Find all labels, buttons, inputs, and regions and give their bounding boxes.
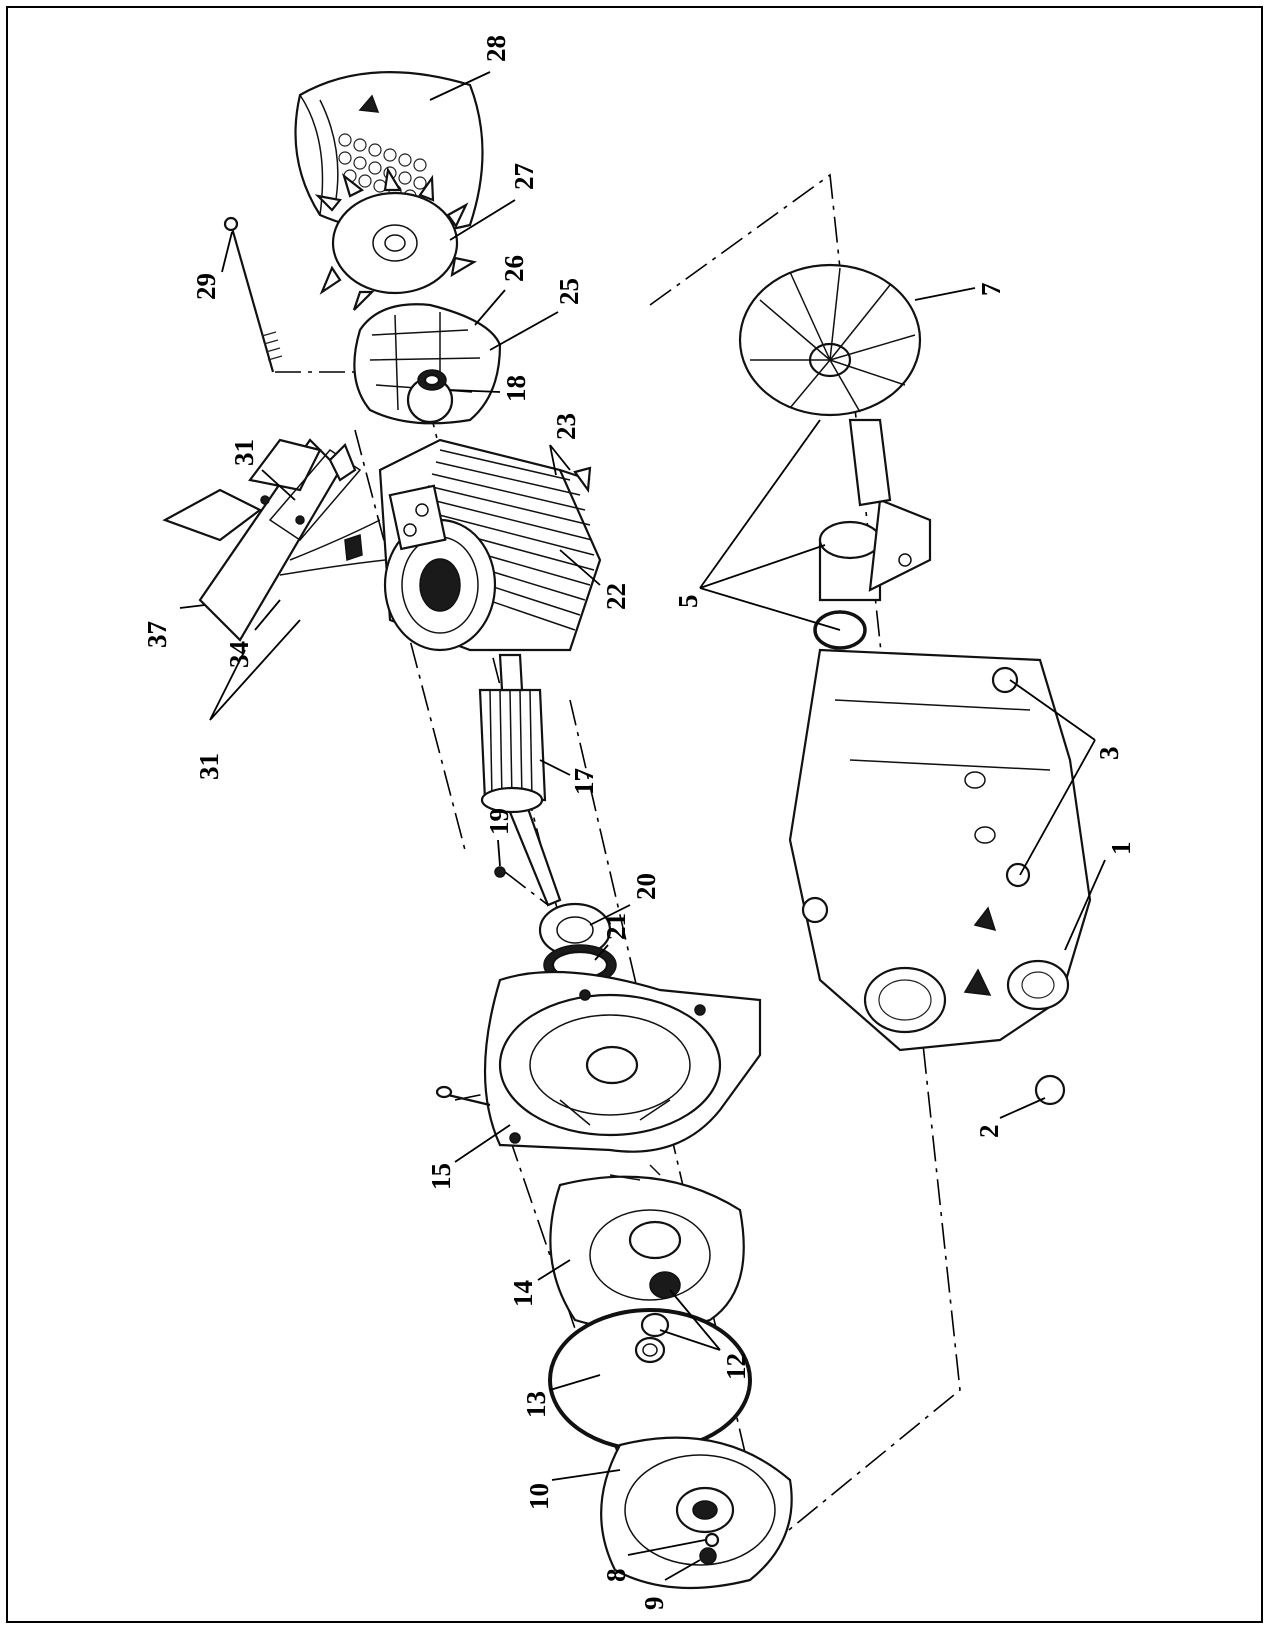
callout-15: 15 — [426, 1163, 456, 1190]
callout-5: 5 — [673, 595, 703, 609]
callout-19: 19 — [484, 808, 514, 835]
callout-26: 26 — [499, 255, 529, 282]
callout-leaders — [179, 71, 1106, 1581]
callout-13: 13 — [521, 1391, 551, 1418]
motor-bracket — [435, 970, 762, 1153]
tie-rod-bolt — [223, 216, 283, 373]
mechanical-seal — [634, 1271, 681, 1364]
callout-29: 29 — [191, 273, 221, 300]
callout-2: 2 — [974, 1125, 1004, 1139]
ejector-assembly — [813, 418, 932, 650]
callout-labels: 28 27 29 26 25 18 7 31 23 37 34 22 5 31 … — [142, 35, 1136, 1610]
callout-21: 21 — [601, 913, 631, 940]
callout-22: 22 — [601, 583, 631, 610]
callout-7: 7 — [976, 283, 1006, 297]
front-bearing-set — [494, 866, 617, 986]
callout-25: 25 — [554, 278, 584, 305]
callout-9: 9 — [639, 1597, 669, 1611]
rotor-shaft — [478, 653, 562, 907]
callout-28: 28 — [481, 35, 511, 62]
cooling-fan — [314, 166, 477, 311]
callout-8: 8 — [601, 1569, 631, 1583]
callout-34: 34 — [224, 641, 254, 668]
callout-12: 12 — [721, 1353, 751, 1380]
callout-18: 18 — [501, 375, 531, 402]
diffuser — [738, 263, 922, 417]
callout-1: 1 — [1106, 842, 1136, 856]
callout-31-top: 31 — [229, 439, 259, 466]
callout-27: 27 — [509, 163, 539, 190]
pump-impeller — [600, 1436, 793, 1590]
pump-body — [788, 648, 1092, 1106]
callout-31-bottom: 31 — [194, 753, 224, 780]
pump-casing-cover — [549, 1164, 745, 1332]
fan-cover — [294, 71, 484, 235]
diagram-frame — [6, 6, 1263, 1623]
callout-20: 20 — [631, 873, 661, 900]
motor-stator-housing — [378, 438, 602, 652]
callout-17: 17 — [569, 768, 599, 795]
callout-37: 37 — [142, 621, 172, 648]
callout-23: 23 — [551, 413, 581, 440]
terminal-box — [162, 438, 386, 642]
callout-10: 10 — [524, 1483, 554, 1510]
callout-3: 3 — [1094, 747, 1124, 761]
callout-14: 14 — [508, 1280, 538, 1307]
